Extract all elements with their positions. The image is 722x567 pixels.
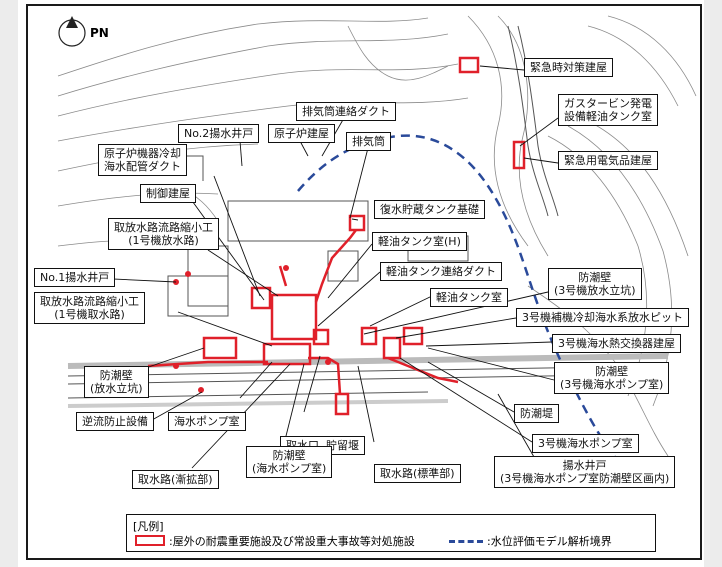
label-tidewall-u3-pump: 防潮壁 (3号機海水ポンプ室) — [554, 362, 670, 394]
label-u3-pump-room: 3号機海水ポンプ室 — [532, 434, 639, 453]
right-margin-strip — [704, 0, 722, 567]
label-tidewall-u3-shaft: 防潮壁 (3号機放水立坑) — [548, 268, 642, 300]
label-exhaust-duct: 排気筒連絡ダクト — [296, 102, 396, 121]
label-u3-hx-bldg: 3号機海水熱交換器建屋 — [552, 334, 681, 353]
label-oil-tank: 軽油タンク室 — [430, 288, 508, 307]
well-markers — [173, 265, 331, 393]
label-pump-well: 揚水井戸 (3号機海水ポンプ室防潮壁区画内) — [494, 456, 676, 488]
label-seawater-duct: 原子炉機器冷却 海水配管ダクト — [98, 144, 187, 176]
map-frame: PN 緊急時対策建屋 ガスタービン発電 設備軽油タンク室 緊急用電気品建屋 排気… — [26, 4, 702, 560]
legend-boundary-label: :水位評価モデル解析境界 — [487, 535, 612, 548]
legend-title: [凡例] — [133, 520, 164, 533]
label-seawall: 防潮堤 — [514, 404, 559, 423]
legend-facility-swatch — [135, 535, 165, 546]
label-backflow: 逆流防止設備 — [76, 412, 154, 431]
label-intake-taper: 取水路(漸拡部) — [132, 470, 219, 489]
label-condensate-tank: 復水貯蔵タンク基礎 — [374, 200, 485, 219]
label-gas-turbine: ガスタービン発電 設備軽油タンク室 — [558, 94, 658, 126]
label-intake-std: 取水路(標準部) — [374, 464, 461, 483]
compass-icon — [58, 16, 86, 47]
label-control-bldg: 制御建屋 — [140, 184, 196, 203]
analysis-boundary — [297, 134, 639, 477]
label-no2-well: No.2揚水井戸 — [178, 124, 260, 143]
legend-boundary-swatch — [449, 540, 483, 543]
label-tidewall-pump: 防潮壁 (海水ポンプ室) — [246, 446, 333, 478]
north-label: PN — [90, 26, 109, 40]
label-emergency-supplies: 緊急用電気品建屋 — [558, 151, 658, 170]
label-intake-culvert-2: 取放水路流路縮小工 (1号機取水路) — [34, 292, 145, 324]
leader-lines — [91, 65, 559, 469]
label-intake-culvert-1: 取放水路流路縮小工 (1号機放水路) — [108, 218, 219, 250]
label-oil-duct: 軽油タンク連絡ダクト — [380, 262, 502, 281]
left-margin-strip — [0, 0, 18, 567]
label-emergency-hq: 緊急時対策建屋 — [524, 58, 613, 77]
label-oil-tank-h: 軽油タンク室(H) — [372, 232, 467, 251]
label-stack: 排気筒 — [346, 132, 391, 151]
label-tidewall-shaft: 防潮壁 (放水立坑) — [84, 366, 149, 398]
label-pump-room: 海水ポンプ室 — [168, 412, 246, 431]
legend-facility-label: :屋外の耐震重要施設及び常設重大事故等対処施設 — [169, 535, 415, 548]
map-legend: [凡例] :屋外の耐震重要施設及び常設重大事故等対処施設 :水位評価モデル解析境… — [126, 514, 656, 552]
label-no1-well: No.1揚水井戸 — [34, 268, 116, 287]
label-reactor-bldg: 原子炉建屋 — [268, 124, 335, 143]
label-u3-discharge-pit: 3号機補機冷却海水系放水ピット — [516, 308, 689, 327]
